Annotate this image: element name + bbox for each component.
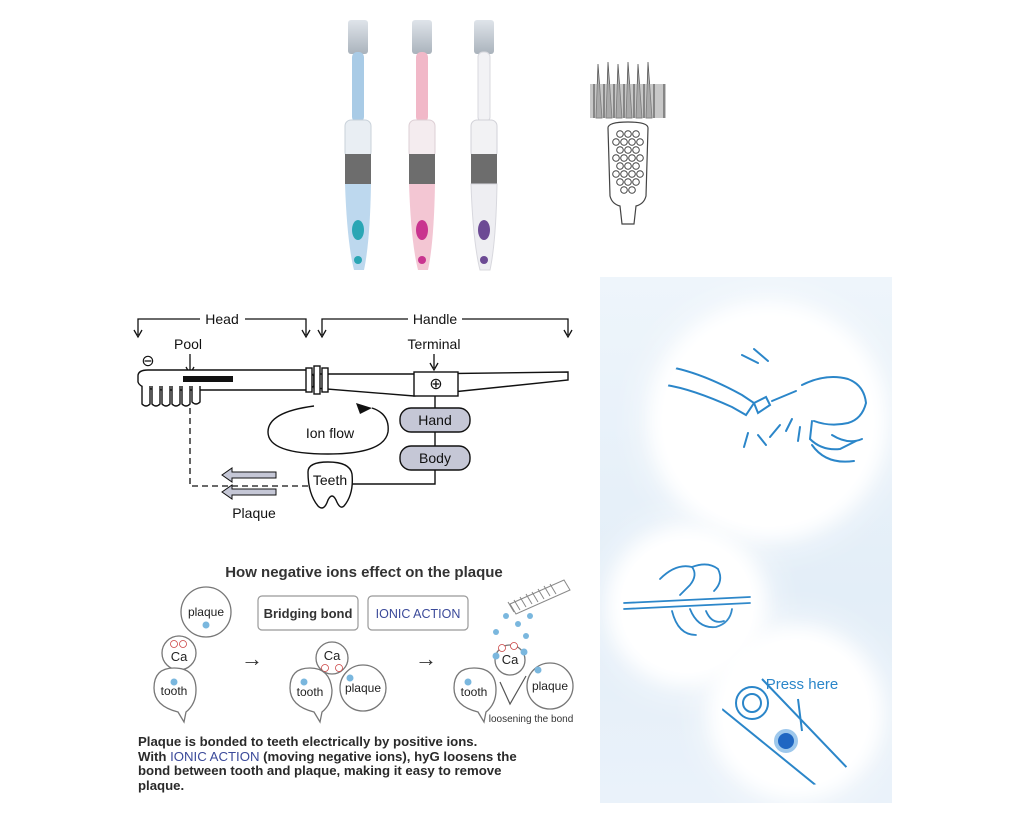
- label-body: Body: [419, 450, 451, 466]
- caption-line-1: Plaque is bonded to teeth electrically b…: [138, 734, 478, 749]
- caption-line-3: bond between tooth and plaque, making it…: [138, 763, 502, 778]
- label-teeth: Teeth: [313, 472, 347, 488]
- plaque-label: plaque: [188, 605, 224, 619]
- instructions-panel: Press here: [600, 277, 892, 803]
- stage-bridging: Ca tooth plaque: [289, 641, 387, 724]
- caption-text: Plaque is bonded to teeth electrically b…: [138, 734, 598, 793]
- tooth-label-2: tooth: [297, 685, 324, 699]
- ions-title: How negative ions effect on the plaque: [225, 564, 503, 581]
- caption-line-2-end: (moving negative ions), hyG loosens the: [259, 748, 517, 764]
- label-terminal: Terminal: [408, 336, 461, 352]
- instruction-step-1: [662, 315, 874, 527]
- label-handle: Handle: [413, 311, 458, 327]
- caption-line-4: plaque.: [138, 777, 185, 793]
- bridging-bond-label: Bridging bond: [264, 606, 353, 621]
- caption-ionic-action: IONIC ACTION: [170, 748, 260, 764]
- ionic-action-label: IONIC ACTION: [376, 607, 461, 621]
- plus-icon: ⊕: [429, 376, 442, 393]
- toothbrush-photo-group: [330, 12, 510, 280]
- toothbrush-blue: [344, 20, 372, 270]
- instruction-step-2: [620, 539, 754, 673]
- toothbrush-white: [470, 20, 498, 271]
- bristle-head-illustration: [586, 58, 670, 228]
- label-hand: Hand: [418, 412, 451, 428]
- minus-icon: ⊖: [141, 353, 154, 370]
- stage-initial: plaque Ca tooth: [153, 586, 232, 724]
- tooth-label-3: tooth: [461, 685, 488, 699]
- tooth-label: tooth: [161, 684, 188, 698]
- label-ion-flow: Ion flow: [306, 425, 355, 441]
- ca-label-3: Ca: [502, 652, 519, 667]
- stage-ionic-action: Ca tooth plaque loosening the bond: [453, 579, 574, 725]
- plaque-label-3: plaque: [532, 679, 568, 693]
- ion-flow-diagram: Head Handle Pool Terminal ⊖ ⊕: [128, 300, 578, 525]
- plaque-label-2: plaque: [345, 681, 381, 695]
- loosening-label: loosening the bond: [489, 714, 574, 725]
- ions-explanation: How negative ions effect on the plaque p…: [134, 556, 594, 736]
- label-plaque: Plaque: [232, 505, 276, 521]
- caption-line-2: With IONIC ACTION (moving negative ions)…: [138, 748, 598, 765]
- label-head: Head: [205, 311, 238, 327]
- caption-line-2-start: With: [138, 748, 171, 764]
- label-pool: Pool: [174, 336, 202, 352]
- instruction-step-3: Press here: [722, 639, 870, 787]
- toothbrush-pink: [408, 20, 436, 270]
- arrow-2: →: [415, 646, 437, 671]
- arrow-1: →: [241, 646, 263, 671]
- ca-label-2: Ca: [324, 648, 341, 663]
- ca-label: Ca: [171, 649, 188, 664]
- press-here-label: Press here: [766, 676, 839, 693]
